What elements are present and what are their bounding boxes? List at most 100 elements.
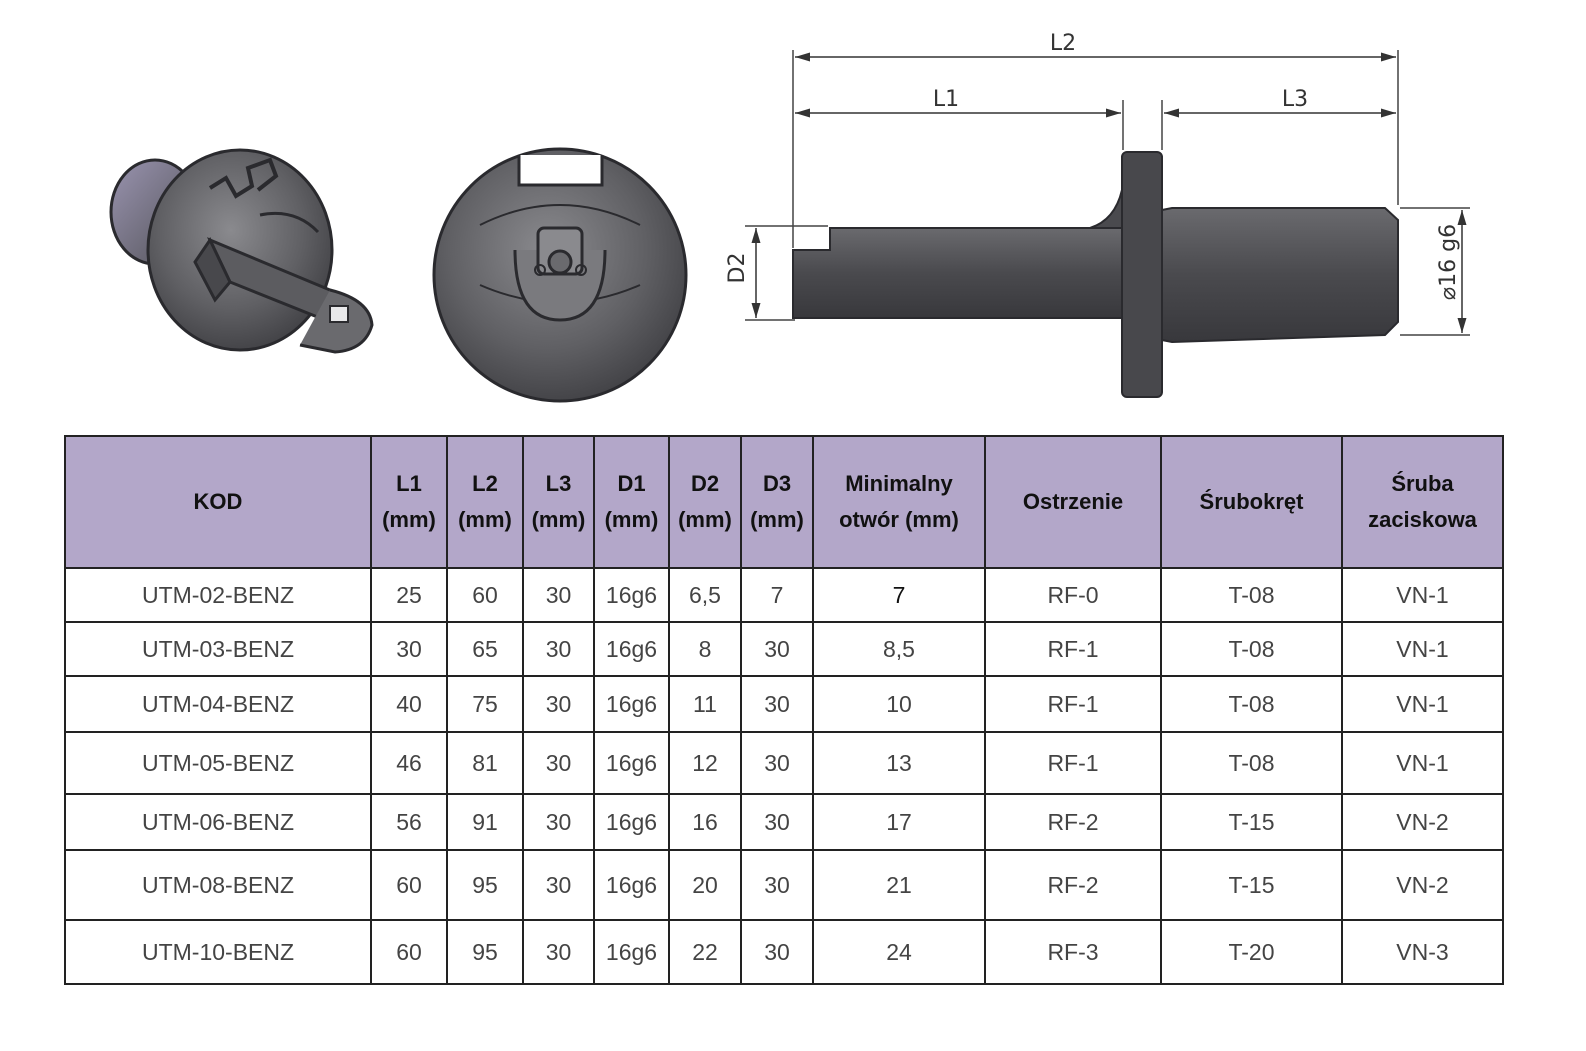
table-cell: 60 — [446, 567, 524, 623]
column-header: D2(mm) — [668, 435, 742, 569]
column-header: Ostrzenie — [984, 435, 1162, 569]
column-header-text: KOD — [193, 489, 243, 514]
table-cell: UTM-05-BENZ — [64, 731, 372, 795]
table-cell: 60 — [370, 919, 448, 985]
table-cell: VN-1 — [1341, 675, 1504, 733]
column-header-text: L1 — [396, 471, 422, 496]
table-cell: 30 — [740, 849, 814, 921]
table-cell: 25 — [370, 567, 448, 623]
table-cell: 6,5 — [668, 567, 742, 623]
table-cell: 16g6 — [593, 793, 670, 851]
table-cell: 21 — [812, 849, 986, 921]
tool-end-view — [432, 147, 688, 403]
table-cell: 56 — [370, 793, 448, 851]
column-header-text: zaciskowa — [1368, 507, 1477, 532]
table-cell: 30 — [522, 919, 595, 985]
table-cell: 30 — [522, 567, 595, 623]
table-cell: RF-2 — [984, 793, 1162, 851]
table-cell: 65 — [446, 621, 524, 677]
table-cell: T-08 — [1160, 621, 1343, 677]
column-header-text: otwór (mm) — [839, 507, 959, 532]
column-header: Minimalny otwór (mm) — [812, 435, 986, 569]
table-cell: RF-1 — [984, 731, 1162, 795]
table-cell: 75 — [446, 675, 524, 733]
table-cell: 60 — [370, 849, 448, 921]
column-header: D1 (mm) — [593, 435, 670, 569]
table-cell: 12 — [668, 731, 742, 795]
table-cell: 30 — [370, 621, 448, 677]
column-header-text: (mm) — [678, 507, 732, 532]
table-cell: T-08 — [1160, 675, 1343, 733]
table-cell: VN-2 — [1341, 793, 1504, 851]
table-cell: 13 — [812, 731, 986, 795]
table-cell: 7 — [740, 567, 814, 623]
table-cell: VN-3 — [1341, 919, 1504, 985]
column-header-text: (mm) — [604, 507, 659, 532]
table-cell: VN-1 — [1341, 731, 1504, 795]
dimension-l1-label: L1 — [933, 87, 959, 112]
column-header-text: Śrubokręt — [1199, 489, 1304, 514]
table-cell: VN-1 — [1341, 567, 1504, 623]
column-header-text: L3 — [545, 471, 572, 496]
tool-3d-view — [109, 148, 374, 354]
table-cell: 95 — [446, 919, 524, 985]
table-cell: RF-2 — [984, 849, 1162, 921]
table-cell: 30 — [740, 621, 814, 677]
table-cell: T-20 — [1160, 919, 1343, 985]
table-cell: 30 — [522, 849, 595, 921]
table-cell: UTM-02-BENZ — [64, 567, 372, 623]
table-cell: 81 — [446, 731, 524, 795]
table-cell: 7 — [812, 567, 986, 623]
table-cell: UTM-04-BENZ — [64, 675, 372, 733]
column-header-text: Śruba — [1391, 471, 1454, 496]
table-cell: 30 — [522, 675, 595, 733]
table-cell: 20 — [668, 849, 742, 921]
column-header-text: (mm) — [382, 507, 436, 532]
table-cell: 30 — [740, 675, 814, 733]
column-header-text: Ostrzenie — [1022, 489, 1124, 514]
column-header: Śrubokręt — [1160, 435, 1343, 569]
table-cell: 11 — [668, 675, 742, 733]
column-header-text: D3 — [762, 471, 792, 496]
tool-side-view: L2 L1 L3 D2 ⌀16 g6 — [725, 31, 1470, 398]
column-header-text: (mm) — [458, 507, 512, 532]
table-cell: UTM-08-BENZ — [64, 849, 372, 921]
table-cell: 16g6 — [593, 675, 670, 733]
table-cell: 16g6 — [593, 567, 670, 623]
column-header: L3 (mm) — [522, 435, 595, 569]
table-cell: 30 — [522, 621, 595, 677]
column-header: KOD — [64, 435, 372, 569]
dimension-d2-label: D2 — [725, 253, 750, 284]
table-cell: 91 — [446, 793, 524, 851]
column-header: Śruba zaciskowa — [1341, 435, 1504, 569]
column-header-text: L2 — [472, 471, 498, 496]
column-header-text: Minimalny — [845, 471, 953, 496]
table-cell: UTM-06-BENZ — [64, 793, 372, 851]
table-cell: UTM-03-BENZ — [64, 621, 372, 677]
table-cell: 16g6 — [593, 919, 670, 985]
table-cell: 24 — [812, 919, 986, 985]
table-cell: 17 — [812, 793, 986, 851]
tool-drawings: L2 L1 L3 D2 ⌀16 g6 — [109, 31, 1470, 403]
column-header-text: D1 — [617, 471, 646, 496]
table-cell: 16g6 — [593, 731, 670, 795]
table-cell: 46 — [370, 731, 448, 795]
column-header-text: (mm) — [750, 507, 804, 532]
table-cell: VN-1 — [1341, 621, 1504, 677]
dimension-diameter-label: ⌀16 g6 — [1436, 224, 1461, 300]
column-header: L2 (mm) — [446, 435, 524, 569]
tool-figures: L2 L1 L3 D2 ⌀16 g6 — [0, 0, 1586, 430]
column-header-text: (mm) — [531, 507, 586, 532]
table-cell: 30 — [522, 793, 595, 851]
table-cell: 16g6 — [593, 849, 670, 921]
table-cell: 8,5 — [812, 621, 986, 677]
table-cell: 10 — [812, 675, 986, 733]
table-cell: T-15 — [1160, 849, 1343, 921]
